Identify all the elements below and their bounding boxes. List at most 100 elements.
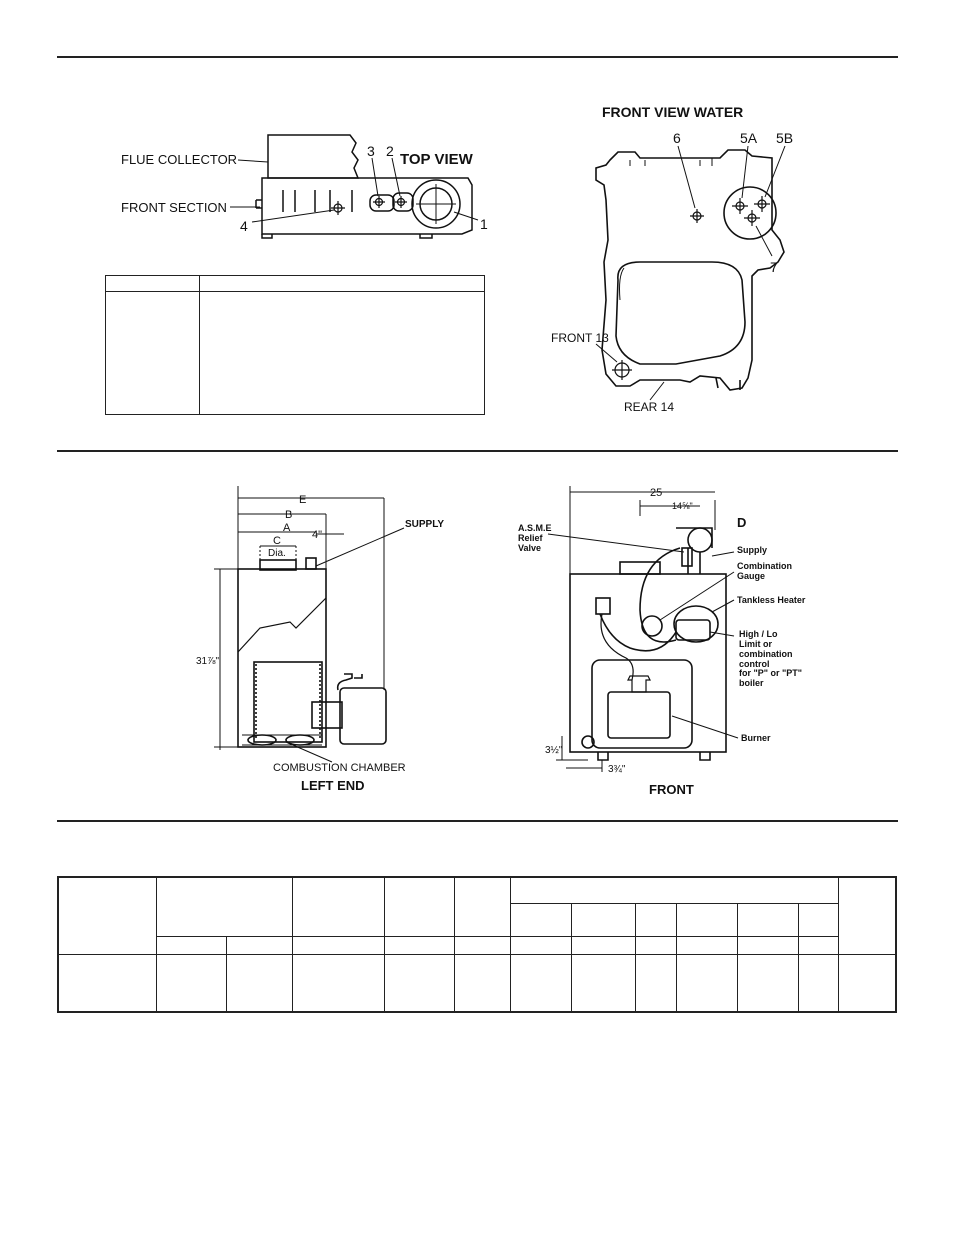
burner-door <box>591 659 693 749</box>
callout-5a-leader <box>741 145 749 199</box>
rear-14-leader <box>649 381 665 401</box>
table-cell <box>57 953 157 1013</box>
table-cell <box>570 953 636 1013</box>
front-diagram: 25 14⅝" D A.S.M.E Relief Valve Supply Co… <box>518 486 806 797</box>
control-label-6: boiler <box>739 678 764 688</box>
dim-c-label: C <box>273 535 281 547</box>
control-label-2: Limit or <box>739 639 772 649</box>
front-13-leader <box>595 343 618 363</box>
section-rule-top <box>57 56 898 58</box>
top-view-title: TOP VIEW <box>400 151 474 168</box>
tapping-5b-symbol <box>754 196 770 212</box>
section-rule-middle <box>57 450 898 452</box>
tapping-4-symbol <box>331 201 345 215</box>
table-header-group-2 <box>509 876 839 904</box>
table-subheader-a <box>155 935 227 955</box>
flue-collector-leader <box>237 159 269 163</box>
dim-3-5-label: 3½" <box>545 745 563 756</box>
control-label-4: control <box>739 659 770 669</box>
gauge-leader <box>659 571 735 621</box>
table-subheader-j <box>736 935 799 955</box>
tapping-2-symbol <box>395 196 407 208</box>
table-header-model <box>57 876 157 955</box>
burner-window <box>607 691 671 739</box>
tapping-7-symbol <box>744 210 760 226</box>
table-header-col-4 <box>383 876 455 937</box>
boiler-body <box>237 568 327 748</box>
flue-opening <box>615 261 746 365</box>
callout-3: 3 <box>367 143 375 159</box>
table-header-group-1 <box>155 876 293 937</box>
table-subheader-f <box>509 935 572 955</box>
dim-4-label: 4" <box>312 529 322 541</box>
dim-14-label: 14⅝" <box>672 501 693 511</box>
dim-e-label: E <box>299 494 306 506</box>
supply-front-leader <box>711 551 735 557</box>
combustion-chamber-label: COMBUSTION CHAMBER <box>273 762 406 774</box>
table-cell <box>225 953 293 1013</box>
tapping-3-symbol <box>373 196 385 208</box>
front-view-water-title: FRONT VIEW WATER <box>602 104 743 120</box>
supply-label: SUPPLY <box>405 519 444 530</box>
control-label-1: High / Lo <box>739 629 778 639</box>
table-cell <box>736 953 799 1013</box>
callout-4: 4 <box>240 218 248 234</box>
d-label: D <box>737 515 746 530</box>
flue-collector-label: FLUE COLLECTOR <box>121 152 237 167</box>
tapping-boss <box>723 186 777 240</box>
tapping-table <box>105 275 485 415</box>
switch-box <box>595 597 611 615</box>
table-cell <box>509 953 572 1013</box>
tapping-13-symbol <box>612 360 632 380</box>
table-subheader-2 <box>570 902 636 937</box>
relief-valve-label-3: Valve <box>518 543 541 553</box>
limit-control-shape <box>675 619 711 641</box>
table-cell <box>634 953 677 1013</box>
relief-valve-leader <box>547 533 685 553</box>
dim-b-label: B <box>285 509 292 521</box>
callout-2-leader <box>391 157 401 197</box>
burner-leader <box>671 715 739 739</box>
control-leader <box>709 631 735 637</box>
front-view-water-diagram: FRONT VIEW WATER 6 5A 5B 7 FRONT 13 REAR… <box>551 104 793 414</box>
tankless-heater-shape <box>673 605 719 643</box>
callout-7: 7 <box>770 259 778 275</box>
burner-motor <box>339 687 387 745</box>
table-header-col-5 <box>453 876 511 937</box>
callout-6: 6 <box>673 130 681 146</box>
table-subheader-k <box>797 935 839 955</box>
front-13-label: FRONT 13 <box>551 331 609 345</box>
table-cell <box>675 953 738 1013</box>
table-subheader-b <box>225 935 293 955</box>
tankless-heater-label: Tankless Heater <box>737 595 806 605</box>
table-subheader-5 <box>736 902 799 937</box>
relief-valve-shape <box>681 547 693 567</box>
dim-c-sub-label: Dia. <box>268 548 286 559</box>
table-subheader-1 <box>509 902 572 937</box>
supply-leader <box>315 527 405 567</box>
table-cell <box>797 953 839 1013</box>
callout-1-leader <box>453 211 479 221</box>
tankless-leader <box>711 599 735 613</box>
table-cell <box>291 953 385 1013</box>
dim-25-label: 25 <box>650 487 662 499</box>
flue-outlet <box>259 559 297 571</box>
relief-valve-label-1: A.S.M.E <box>518 523 552 533</box>
burner-label: Burner <box>741 733 771 743</box>
combination-gauge-shape <box>641 615 663 637</box>
table-subheader-d <box>383 935 455 955</box>
table-subheader-g <box>570 935 636 955</box>
burner-housing <box>311 701 343 729</box>
front-title: FRONT <box>649 782 694 797</box>
relief-valve-label-2: Relief <box>518 533 544 543</box>
table-cell <box>155 953 227 1013</box>
table-header-col-3 <box>291 876 385 937</box>
table-cell <box>837 953 897 1013</box>
table-subheader-h <box>634 935 677 955</box>
callout-1: 1 <box>480 216 488 232</box>
front-section-outline <box>595 149 785 391</box>
top-view-diagram: FLUE COLLECTOR FRONT SECTION TOP VIEW 3 … <box>121 134 488 239</box>
callout-5b-leader <box>764 145 786 198</box>
tapping-table-cell-1 <box>105 291 200 415</box>
table-subheader-e <box>453 935 511 955</box>
